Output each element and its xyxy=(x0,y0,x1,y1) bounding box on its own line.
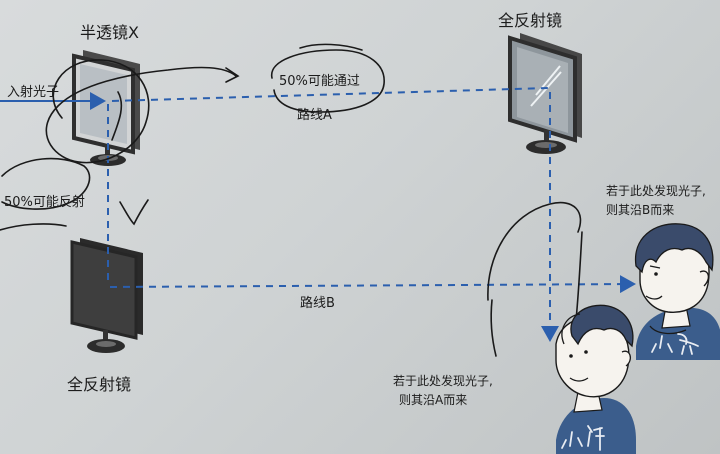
detect-b-line2: 则其沿B而来 xyxy=(606,203,675,217)
scribble-left-stroke xyxy=(0,223,67,231)
badge-left-handwriting xyxy=(561,425,605,451)
path-a-horizontal xyxy=(111,87,549,102)
full-mirror-top-label: 全反射镜 xyxy=(498,11,563,30)
circle-50-through xyxy=(271,49,385,113)
path-b-horizontal xyxy=(109,275,636,294)
full-mirror-top xyxy=(508,33,582,154)
scribble-arrow-tip xyxy=(225,67,240,83)
incident-photon-label: 入射光子 xyxy=(7,85,60,100)
detect-b-line1: 若于此处发现光子, xyxy=(606,184,706,198)
person-right xyxy=(634,223,720,360)
circle-50-through-tail xyxy=(299,43,363,51)
detect-b-caption: 若于此处发现光子, 则其沿B而来 xyxy=(606,182,706,220)
path-a-label: 路线A xyxy=(297,108,332,123)
detect-a-caption: 若于此处发现光子, 则其沿A而来 xyxy=(393,372,493,410)
full-mirror-bottom-label: 全反射镜 xyxy=(67,375,132,394)
badge-right-handwriting xyxy=(651,333,699,355)
scribble-through-half-mirror xyxy=(111,91,123,141)
full-mirror-bottom xyxy=(70,238,143,353)
half-mirror-label: 半透镜X xyxy=(80,23,139,42)
path-b-label: 路线B xyxy=(300,296,335,311)
scribble-down-stroke xyxy=(490,299,497,357)
reflect-50-label: 50%可能反射 xyxy=(4,195,85,210)
detect-a-line1: 若于此处发现光子, xyxy=(393,374,493,388)
detect-a-line2: 则其沿A而来 xyxy=(399,393,468,407)
person-left xyxy=(555,304,636,454)
checkmark xyxy=(119,199,149,226)
handwritten-name-badges xyxy=(561,333,699,451)
scribble-left-loop xyxy=(1,157,91,210)
pen-annotations xyxy=(0,43,583,357)
light-paths xyxy=(0,87,636,342)
transmit-50-label: 50%可能通过 xyxy=(279,74,360,89)
scribble-vertical-right xyxy=(575,231,583,321)
scribble-right-curve xyxy=(487,201,582,301)
